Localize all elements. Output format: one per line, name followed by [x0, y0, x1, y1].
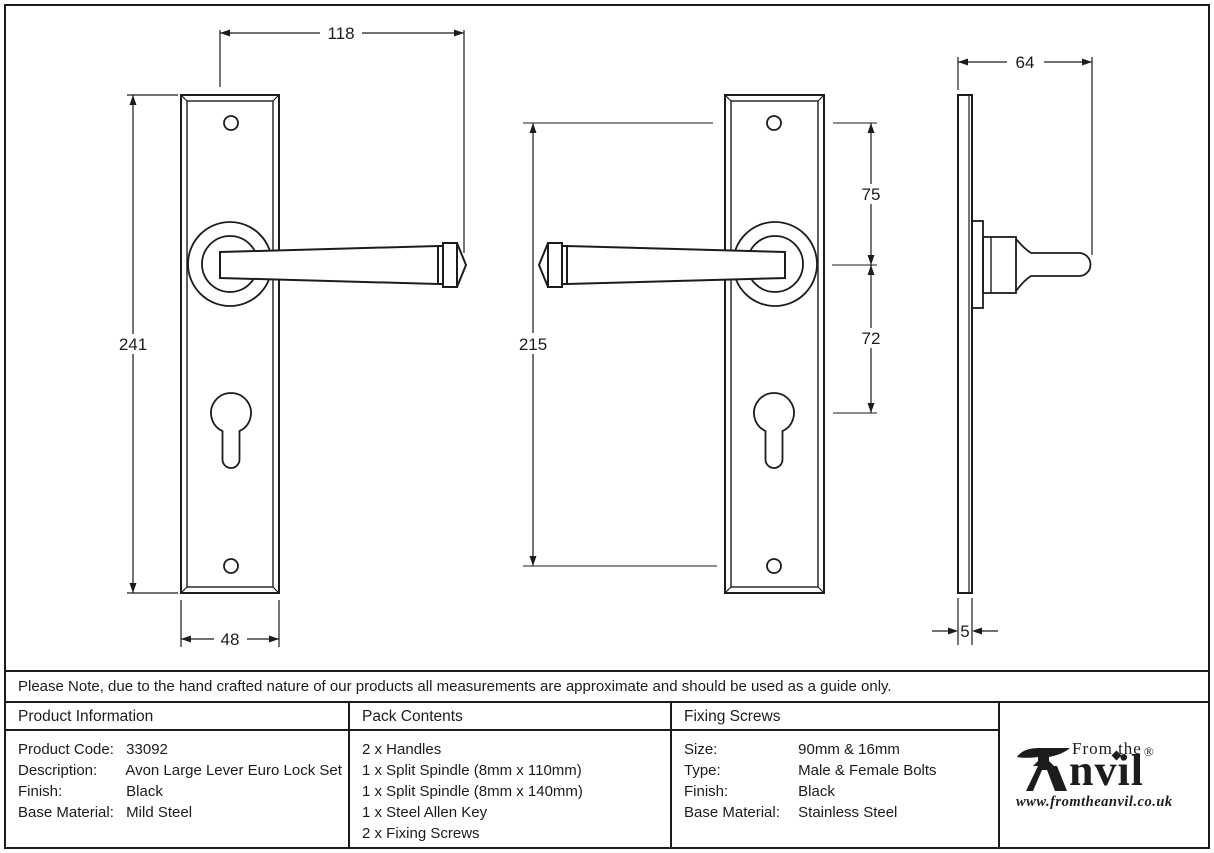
backplate-outline	[180, 94, 280, 594]
field-label: Description:	[18, 762, 98, 779]
spec-table: Product Information Product Code: 33092 …	[6, 703, 1208, 847]
field-label: Product Code:	[18, 741, 114, 758]
lever-handle	[566, 244, 786, 286]
technical-drawing: 118 241 48	[112, 23, 1093, 649]
pack-contents-header: Pack Contents	[350, 703, 670, 731]
dimension-75: 75	[854, 123, 888, 265]
lever-grip-side	[1015, 238, 1092, 292]
plate-side-outline	[957, 94, 973, 594]
registered-mark: ®	[1143, 744, 1155, 759]
field-label: Size:	[684, 741, 718, 758]
euro-cylinder-cutout	[210, 392, 252, 469]
top-screw-hole	[766, 115, 782, 131]
front-view-left	[180, 94, 468, 594]
field-value: 90mm & 16mm	[798, 741, 900, 758]
bottom-screw-hole	[766, 558, 782, 574]
table-row: Size: 90mm & 16mm	[684, 739, 998, 760]
list-item: 2 x Handles	[362, 741, 442, 758]
extension-lines-middle	[523, 122, 877, 567]
dim-label-48: 48	[221, 630, 240, 649]
lever-handle	[219, 244, 439, 286]
field-label: Type:	[684, 762, 721, 779]
field-label: Finish:	[18, 783, 63, 800]
backplate-bevel	[186, 100, 274, 588]
fixing-screws-column: Fixing Screws Size: 90mm & 16mm Type: Ma…	[670, 703, 998, 847]
field-value: Avon Large Lever Euro Lock Set	[125, 762, 342, 779]
list-item: 1 x Split Spindle (8mm x 110mm)	[362, 762, 582, 779]
field-value: 33092	[126, 741, 168, 758]
product-info-header: Product Information	[6, 703, 348, 731]
dimension-215: 215	[510, 123, 556, 566]
field-value: Black	[126, 783, 163, 800]
euro-cylinder-cutout	[753, 392, 795, 469]
table-row: Description: Avon Large Lever Euro Lock …	[18, 760, 348, 781]
pack-contents-column: Pack Contents 2 x Handles 1 x Split Spin…	[348, 703, 670, 847]
from-the-anvil-logo: From the nvil® www.fromtheanvil.co.uk	[1016, 739, 1192, 811]
logo-website-url: www.fromtheanvil.co.uk	[1016, 794, 1173, 810]
rose-side	[971, 220, 984, 309]
list-item: 1 x Split Spindle (8mm x 140mm)	[362, 783, 583, 800]
fixing-screws-body: Size: 90mm & 16mm Type: Male & Female Bo…	[672, 731, 998, 823]
logo-anvil-text: nvil®	[1069, 745, 1155, 795]
product-info-column: Product Information Product Code: 33092 …	[6, 703, 348, 847]
front-view-middle	[537, 94, 825, 594]
dim-label-72: 72	[862, 329, 881, 348]
table-row: Base Material: Mild Steel	[18, 802, 348, 823]
field-label: Finish:	[684, 783, 729, 800]
list-item: 1 x Steel Allen Key	[362, 804, 488, 821]
dim-label-75: 75	[862, 185, 881, 204]
backplate-outline	[724, 94, 825, 594]
brand-logo-cell: From the nvil® www.fromtheanvil.co.uk	[998, 703, 1208, 847]
table-row: Type: Male & Female Bolts	[684, 760, 998, 781]
field-value: Mild Steel	[126, 804, 193, 821]
handle-hub	[982, 236, 1017, 294]
dimension-48: 48	[180, 600, 280, 649]
dimension-118: 118	[219, 23, 465, 253]
note-bar: Please Note, due to the hand crafted nat…	[6, 670, 1208, 703]
table-row: Base Material: Stainless Steel	[684, 802, 998, 823]
fixing-screws-header: Fixing Screws	[672, 703, 998, 731]
dim-label-5: 5	[960, 622, 969, 641]
bottom-screw-hole	[223, 558, 239, 574]
dim-label-118: 118	[327, 24, 354, 43]
anvil-icon	[1017, 748, 1070, 791]
field-value: Male & Female Bolts	[798, 762, 937, 779]
note-text: Please Note, due to the hand crafted nat…	[18, 678, 892, 695]
field-label: Base Material:	[684, 804, 780, 821]
side-profile-view	[957, 94, 1092, 594]
logo-from-the-text: From the	[1072, 739, 1142, 758]
logo-wordmark-row: nvil®	[1016, 745, 1192, 793]
lever-finial-tip	[456, 242, 468, 288]
product-info-body: Product Code: 33092 Description: Avon La…	[6, 731, 348, 823]
table-row: Finish: Black	[684, 781, 998, 802]
bevel-corner-lines	[180, 94, 280, 594]
pack-contents-body: 2 x Handles 1 x Split Spindle (8mm x 110…	[350, 731, 670, 844]
lever-finial-tip	[537, 242, 549, 288]
field-label: Base Material:	[18, 804, 114, 821]
bottom-section: Please Note, due to the hand crafted nat…	[6, 670, 1208, 847]
backplate-bevel	[730, 100, 819, 588]
lever-collar	[547, 242, 568, 288]
list-item: 2 x Fixing Screws	[362, 825, 480, 842]
dim-label-241: 241	[119, 335, 147, 354]
field-value: Stainless Steel	[798, 804, 898, 821]
lever-collar	[437, 242, 458, 288]
bevel-corner-lines	[724, 94, 825, 594]
dimension-5: 5	[932, 598, 998, 645]
table-row: Finish: Black	[18, 781, 348, 802]
dimension-64: 64	[957, 52, 1093, 255]
dim-label-215: 215	[519, 335, 547, 354]
dimension-72: 72	[854, 265, 888, 413]
top-screw-hole	[223, 115, 239, 131]
dimension-241: 241	[112, 94, 178, 594]
table-row: Product Code: 33092	[18, 739, 348, 760]
logo-nvil: nvil	[1069, 746, 1144, 795]
dim-label-64: 64	[1016, 53, 1035, 72]
field-value: Black	[798, 783, 835, 800]
